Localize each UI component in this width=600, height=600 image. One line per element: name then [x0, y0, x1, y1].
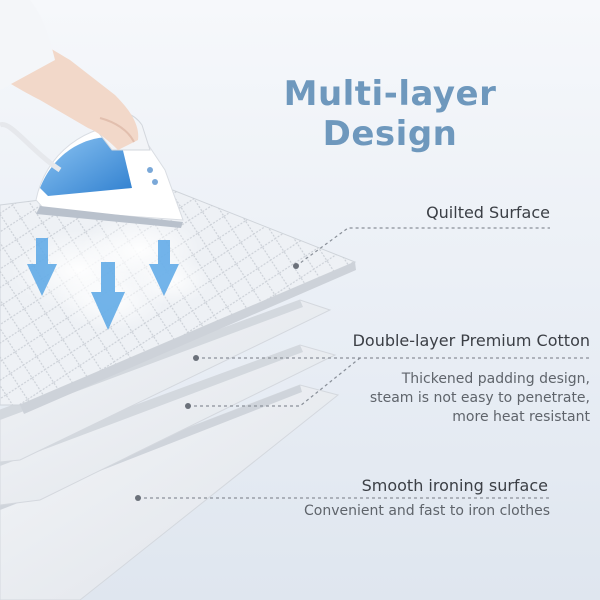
- cotton-desc-line: steam is not easy to penetrate,: [369, 390, 590, 406]
- callout-leaders: [138, 227, 590, 499]
- callout-double-layer-cotton: Double-layer Premium Cotton: [352, 331, 590, 350]
- down-arrow-icon: [27, 238, 57, 296]
- leader-dots: [135, 263, 299, 501]
- down-arrow-icon: [149, 240, 179, 296]
- down-arrow-icon: [91, 262, 125, 330]
- callout-smooth-description: Convenient and fast to iron clothes: [304, 503, 550, 519]
- cotton-desc-line: more heat resistant: [452, 409, 590, 425]
- cotton-desc-line: Thickened padding design,: [401, 371, 590, 387]
- callout-smooth-surface: Smooth ironing surface: [361, 476, 548, 495]
- steam-arrows: [27, 238, 179, 330]
- callout-quilted-surface: Quilted Surface: [426, 203, 550, 222]
- hand: [0, 0, 139, 150]
- page-title: Multi-layer Design: [283, 74, 497, 154]
- cotton-layer-2: [0, 344, 337, 506]
- callout-cotton-description: Thickened padding design, steam is not e…: [330, 370, 590, 427]
